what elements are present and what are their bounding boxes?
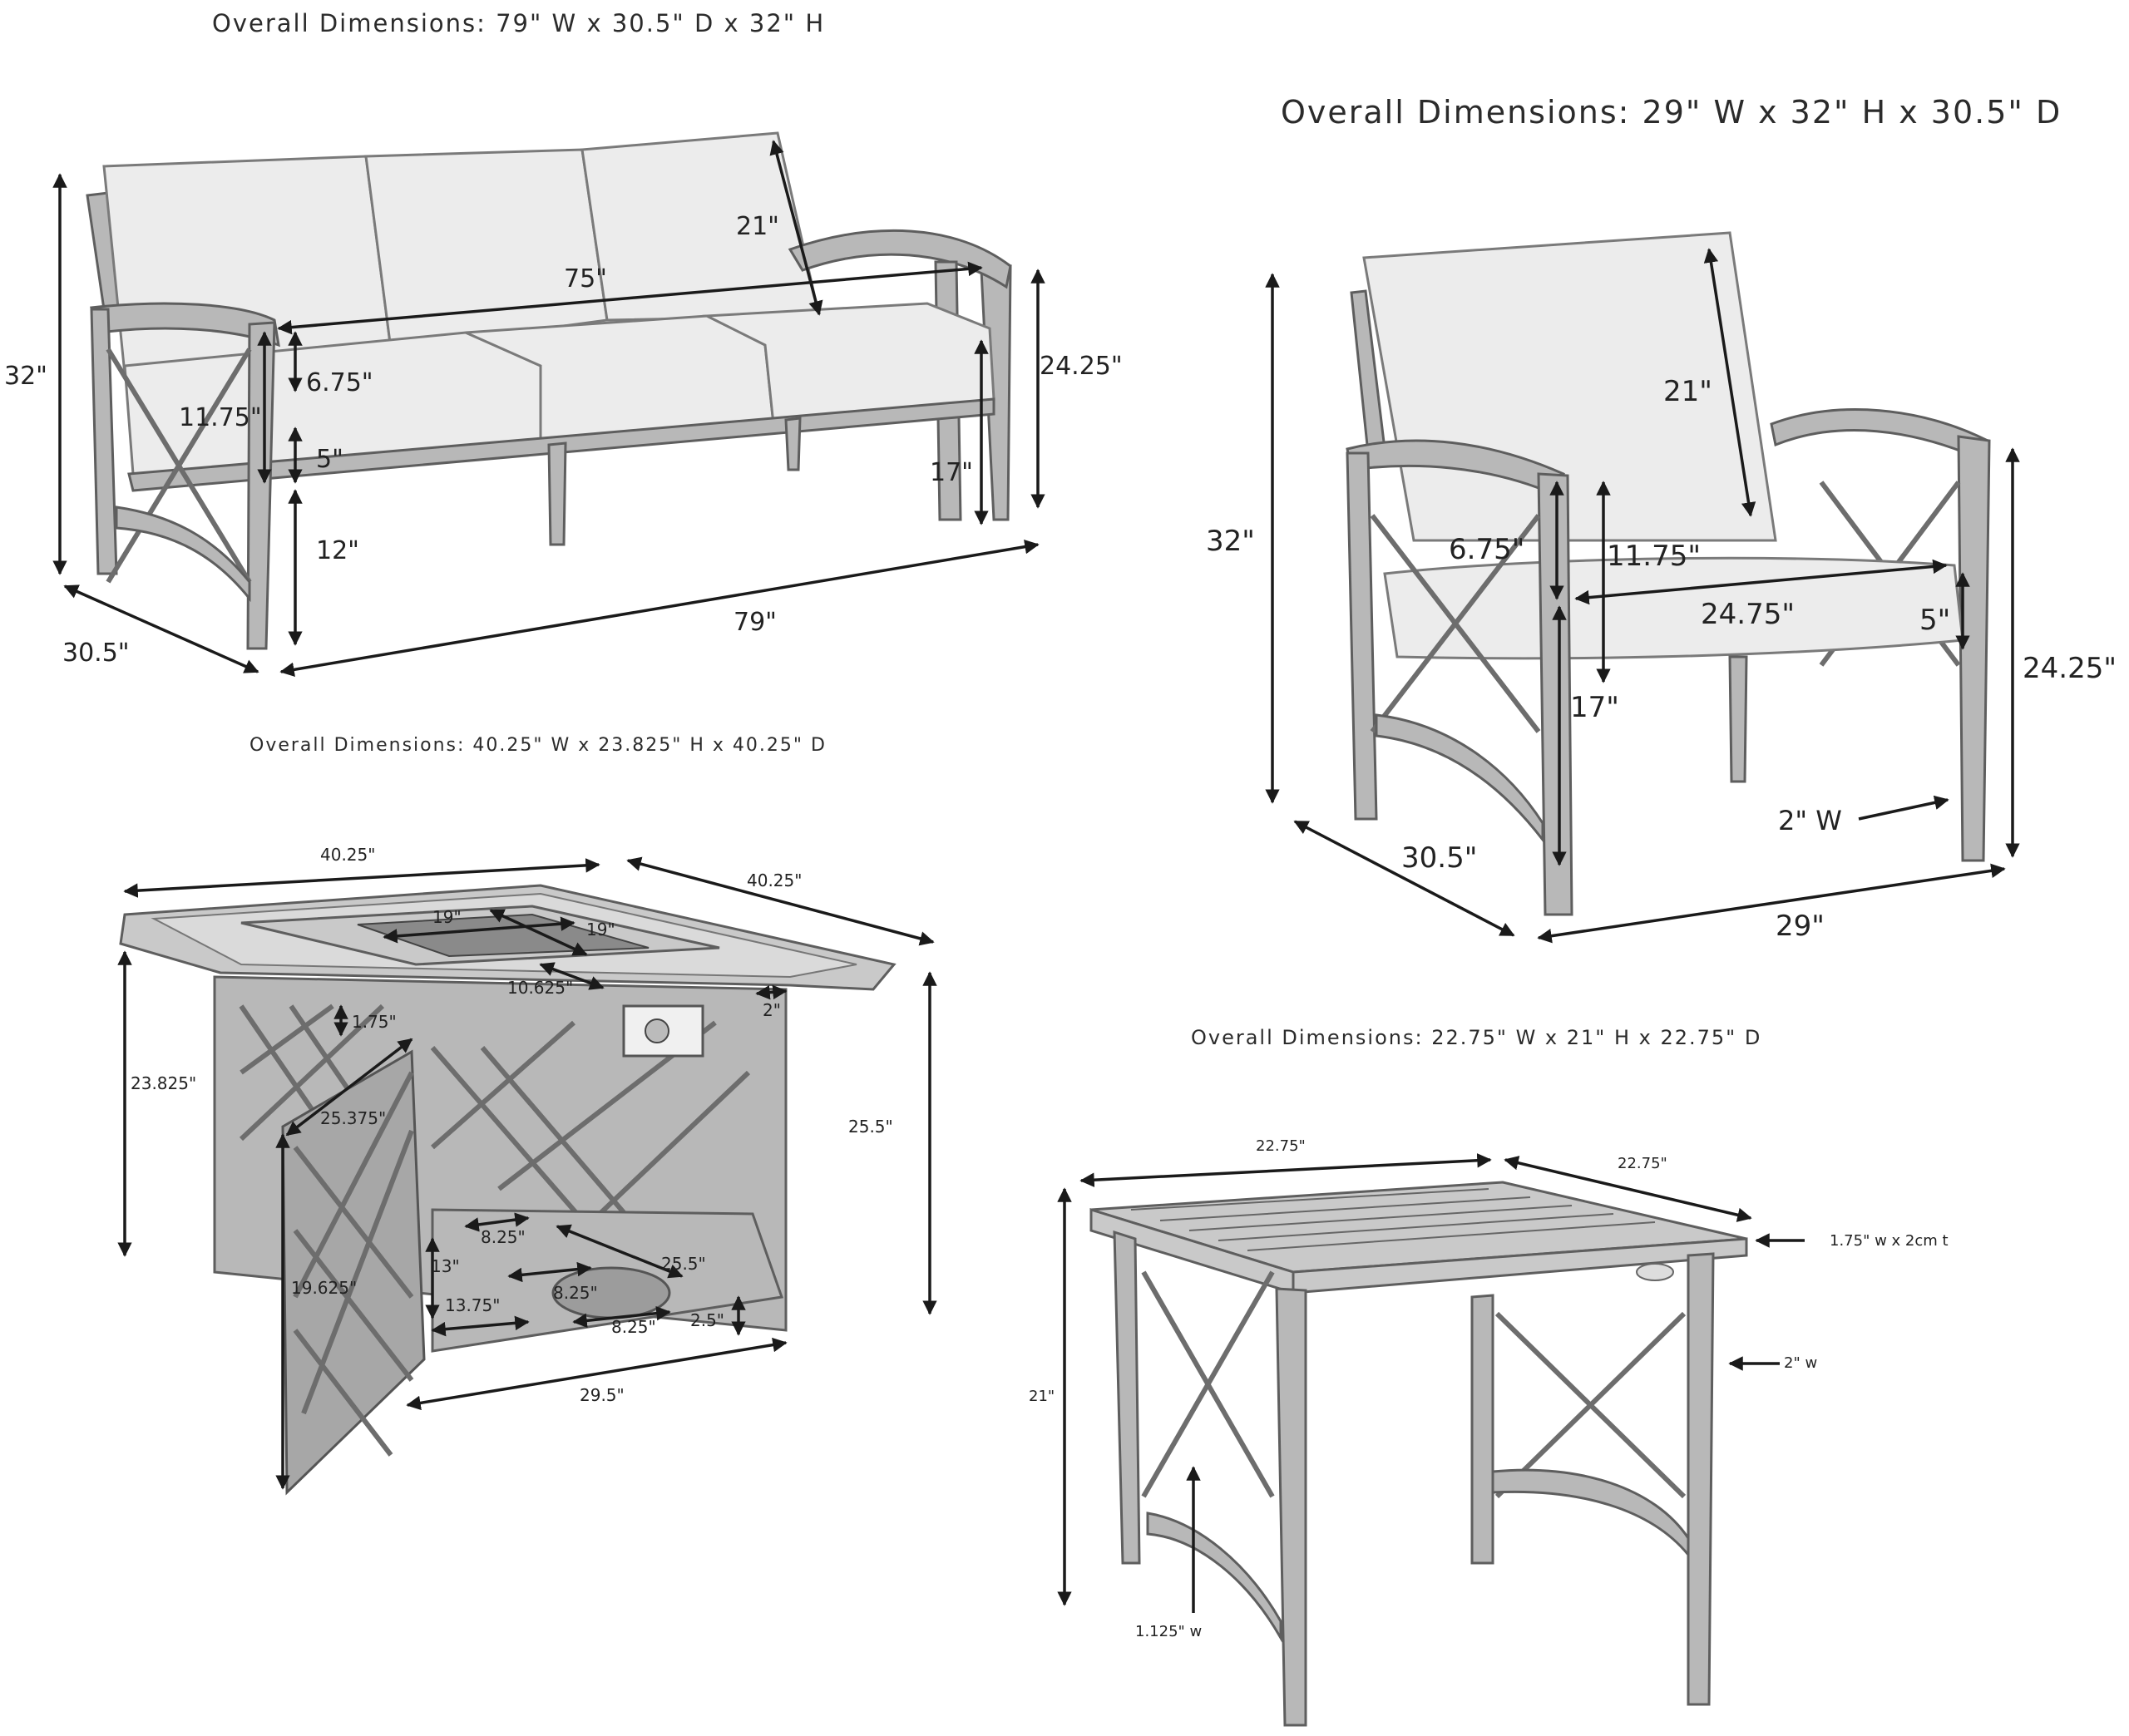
fire-table-dimension-lines	[117, 856, 937, 1490]
side-table-dimension-lines	[1057, 1153, 1805, 1613]
fire-table-label-height: 23.825"	[131, 1073, 196, 1093]
fire-table-label-burner-w: 19"	[432, 907, 462, 927]
armchair-labels: Overall Dimensions: 29" W x 32" H x 30.5…	[1206, 94, 2117, 943]
fire-table-overall-dimensions: Overall Dimensions: 40.25" W x 23.825" H…	[249, 735, 827, 756]
side-table-label-slat: 1.75" w x 2cm t	[1830, 1232, 1949, 1250]
side-table-label-width: 22.75"	[1256, 1137, 1306, 1155]
armchair-overall-dimensions: Overall Dimensions: 29" W x 32" H x 30.5…	[1281, 94, 2062, 131]
sofa-label-arm-span: 11.75"	[179, 403, 262, 432]
fire-table-label-door-diag: 25.375"	[320, 1108, 386, 1128]
armchair-label-cushion: 5"	[1919, 604, 1950, 637]
armchair-label-back-cushion: 21"	[1663, 375, 1712, 408]
fire-table-label-base-diag: 25.5"	[661, 1254, 706, 1274]
side-table-overall-dimensions: Overall Dimensions: 22.75" W x 21" H x 2…	[1191, 1026, 1761, 1049]
side-table-label-height: 21"	[1029, 1388, 1055, 1405]
fire-table-label-width: 40.25"	[320, 845, 375, 865]
sofa-label-height: 32"	[4, 362, 47, 391]
armchair-label-arm-height: 24.25"	[2023, 652, 2117, 685]
fire-table-labels: Overall Dimensions: 40.25" W x 23.825" H…	[131, 735, 893, 1405]
sofa-label-back-cushion: 21"	[736, 212, 779, 241]
side-table-labels: Overall Dimensions: 22.75" W x 21" H x 2…	[1029, 1026, 1949, 1640]
fire-table-label-total-height: 25.5"	[848, 1117, 893, 1137]
fire-table-label-inset: 10.625"	[507, 978, 573, 998]
side-table-label-brace: 1.125" w	[1135, 1623, 1202, 1640]
sofa-overall-dimensions: Overall Dimensions: 79" W x 30.5" D x 32…	[212, 9, 825, 37]
fire-table-illustration	[119, 884, 897, 1496]
sofa-labels: Overall Dimensions: 79" W x 30.5" D x 32…	[4, 9, 1123, 668]
armchair-label-depth: 30.5"	[1401, 841, 1477, 875]
sofa-label-clearance: 12"	[316, 536, 359, 565]
fire-table-label-top-thickness: 1.75"	[352, 1012, 397, 1032]
fire-table-label-base-side: 13"	[431, 1256, 460, 1276]
armchair-label-seat-height: 17"	[1570, 691, 1619, 724]
fire-table-label-base-a: 8.25"	[481, 1227, 526, 1247]
armchair-label-seat-width: 24.75"	[1701, 598, 1795, 631]
sofa-dimension-lines	[52, 140, 1045, 678]
armchair-label-arm-span: 11.75"	[1607, 540, 1701, 573]
side-table-label-leg-width: 2" w	[1784, 1354, 1817, 1372]
fire-table-label-door-height: 19.625"	[291, 1278, 357, 1298]
fire-table-label-depth: 40.25"	[747, 870, 802, 890]
side-table-label-depth: 22.75"	[1618, 1155, 1667, 1172]
armchair-label-frame-width: 2" W	[1778, 805, 1842, 836]
fire-table-label-base-b: 8.25"	[553, 1283, 598, 1303]
sofa-label-seat-width: 75"	[564, 264, 607, 293]
fire-table-label-foot: 2.5"	[690, 1310, 724, 1330]
sofa-label-depth: 30.5"	[62, 639, 130, 668]
armchair-label-height: 32"	[1206, 525, 1255, 558]
sofa-label-width: 79"	[734, 608, 777, 637]
armchair-label-width: 29"	[1776, 910, 1825, 943]
fire-table-label-base-d: 8.25"	[611, 1317, 656, 1337]
armchair-label-seat-depth: 6.75"	[1449, 533, 1524, 566]
fire-table-label-base-c: 13.75"	[445, 1295, 500, 1315]
fire-table-label-leg: 2"	[763, 1000, 781, 1020]
fire-table-label-burner-d: 19"	[586, 920, 615, 940]
sofa-label-seat-depth: 6.75"	[306, 368, 373, 397]
sofa-label-cushion: 5"	[316, 445, 343, 474]
side-table-illustration	[1089, 1181, 1748, 1727]
sofa-label-seat-height: 17"	[930, 458, 973, 487]
fire-table-label-base-width: 29.5"	[580, 1385, 625, 1405]
sofa-label-arm-height: 24.25"	[1040, 352, 1123, 381]
armchair-dimension-lines	[1265, 248, 2020, 944]
